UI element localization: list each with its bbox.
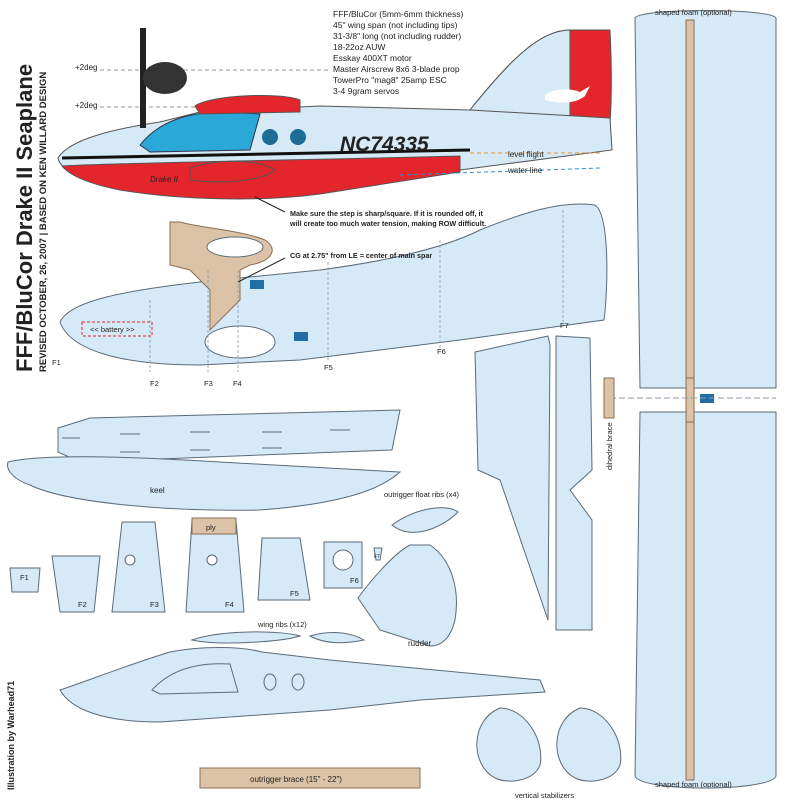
vertical-stabilizers-label: vertical stabilizers <box>515 791 574 800</box>
porthole-outline <box>291 673 305 691</box>
rudder-label: rudder <box>408 639 431 648</box>
illustration-credit: Illustration by Warhead71 <box>6 681 16 790</box>
spec-list: FFF/BluCor (5mm-6mm thickness) 45" wing … <box>333 9 464 96</box>
step-note: will create too much water tension, maki… <box>289 219 486 228</box>
porthole <box>262 129 278 145</box>
ply-label: ply <box>206 523 216 532</box>
porthole-outline <box>263 673 277 691</box>
servo-icon <box>294 332 308 341</box>
former-f2 <box>51 555 101 613</box>
former-f1 <box>9 567 41 593</box>
angle-label-thrust: +2deg <box>75 63 97 72</box>
vertical-stabilizer <box>556 707 622 782</box>
float-rib <box>391 507 459 533</box>
fin-part <box>474 335 551 621</box>
station-label: F3 <box>204 379 213 388</box>
spec-line: 3-4 9gram servos <box>333 86 399 96</box>
former-label: F1 <box>20 573 29 582</box>
former-f3 <box>111 521 166 613</box>
spec-line: 31-3/8" long (not including rudder) <box>333 31 461 41</box>
plan-subtitle: REVISED OCTOBER, 26, 2007 | BASED ON KEN… <box>38 72 49 372</box>
outrigger-brace <box>199 767 421 789</box>
keel <box>7 456 402 511</box>
cg-note: CG at 2.75" from LE = center of main spa… <box>290 251 432 260</box>
dihedral-brace <box>603 377 615 419</box>
spec-line: 45" wing span (not including tips) <box>333 20 458 30</box>
station-label: F2 <box>150 379 159 388</box>
plan-title: FFF/BluCor Drake II Seaplane <box>12 64 37 372</box>
wing-ribs-label: wing ribs (x12) <box>257 620 307 629</box>
canopy <box>139 111 261 153</box>
vertical-stabilizer <box>476 707 542 782</box>
fuselage-plan: << battery >> CG at 2.75" from LE = cent… <box>52 203 608 388</box>
float-ribs-label: outrigger float ribs (x4) <box>384 490 460 499</box>
battery-label: << battery >> <box>90 325 135 334</box>
station-label: F1 <box>52 358 61 367</box>
wing-nacelle <box>194 94 301 115</box>
former-f5 <box>257 537 311 601</box>
porthole <box>290 129 306 145</box>
shaped-foam-top-label: shaped foam (optional) <box>655 8 732 17</box>
angle-label-wing: +2deg <box>75 101 97 110</box>
motor-pod <box>143 62 187 94</box>
former-f7 <box>373 547 383 561</box>
wing-rib <box>308 632 366 644</box>
station-lines <box>149 210 564 372</box>
spec-line: FFF/BluCor (5mm-6mm thickness) <box>333 9 464 19</box>
hull-red <box>61 155 461 200</box>
wing-plan: shaped foam (optional) shaped foam (opti… <box>610 8 777 789</box>
shaped-foam-bottom <box>685 419 695 781</box>
fin-part <box>555 335 593 631</box>
dihedral-brace-center <box>685 377 695 423</box>
station-label: F6 <box>437 347 446 356</box>
duck-logo <box>545 86 590 103</box>
servo-icon <box>250 280 264 289</box>
servo-icon <box>700 394 714 403</box>
former-label: F5 <box>290 589 299 598</box>
level-flight-label: level flight <box>508 150 544 159</box>
ply-plate <box>191 517 237 535</box>
outrigger-float <box>189 161 276 183</box>
spec-line: 18-22oz AUW <box>333 42 385 52</box>
keel-label: keel <box>150 486 165 495</box>
registration-number: NC74335 <box>340 133 429 156</box>
cockpit-outline <box>151 663 239 695</box>
plane-side-view: +2deg +2deg Drake II NC74335 level fligh… <box>57 28 613 228</box>
dihedral-brace-label: dihedral brace <box>605 422 614 470</box>
shaped-foam-bottom-label: shaped foam (optional) <box>655 780 732 789</box>
wing-rib <box>190 631 302 644</box>
wing-saddle <box>204 325 276 359</box>
keel-slots <box>62 429 350 453</box>
wing-panel-top <box>634 10 777 389</box>
spec-line: TowerPro "mag8" 25amp ESC <box>333 75 447 85</box>
keel-slotted-panel <box>57 409 401 463</box>
former-label: F6 <box>350 576 359 585</box>
spec-line: Esskay 400XT motor <box>333 53 412 63</box>
wing-panel-bottom <box>634 411 777 789</box>
former-label: F7 <box>374 554 380 560</box>
station-label: F7 <box>560 321 569 330</box>
station-label: F5 <box>324 363 333 372</box>
outrigger-brace-label: outrigger brace (15" - 22") <box>250 775 342 784</box>
shaped-foam-top <box>685 19 695 381</box>
hatch <box>206 236 264 258</box>
hull-script: Drake II <box>150 175 179 184</box>
spec-line: Master Airscrew 8x6 3-blade prop <box>333 64 460 74</box>
battery-bay <box>81 321 153 337</box>
former-label: F3 <box>150 600 159 609</box>
fuselage-side <box>59 647 546 723</box>
water-line-label: water line <box>507 166 543 175</box>
station-label: F4 <box>233 379 242 388</box>
step-note: Make sure the step is sharp/square. If i… <box>290 209 484 218</box>
rudder <box>357 544 457 647</box>
fuselage-side-panel <box>59 203 608 366</box>
former-label: F4 <box>225 600 234 609</box>
former-label: F2 <box>78 600 87 609</box>
